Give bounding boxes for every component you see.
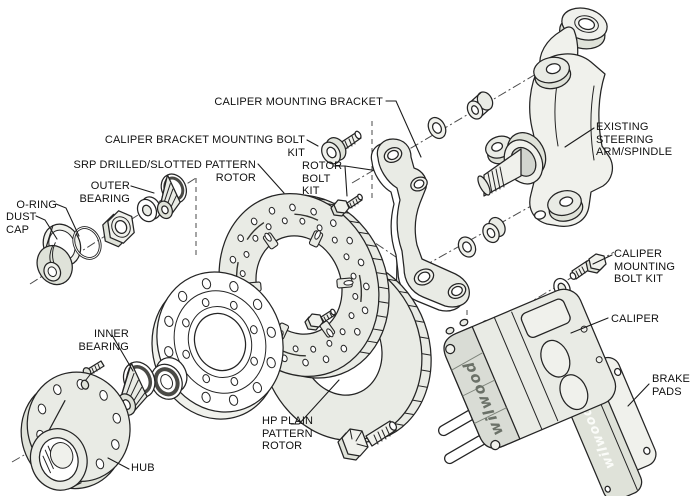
spindle-washer [136,196,162,223]
dust-cap [36,223,82,286]
caliper-mounting-bolt [569,253,607,280]
wheel-stud [82,360,105,377]
outer-bearing [156,173,188,220]
label-hub: HUB [131,462,155,474]
spindle-upper-boss [533,56,572,90]
spindle-pin [477,132,547,197]
label-o-ring: O-RING [16,199,57,211]
spacer-washer [482,216,506,244]
label-caliper-mounting-bolt-kit: CALIPER MOUNTING BOLT KIT [614,248,676,285]
label-caliper-bracket-mounting-bolt-kit: CALIPER BRACKET MOUNTING BOLT KIT [104,134,305,159]
label-brake-pads: BRAKE PADS [652,373,691,398]
bracket-bolt-washers [427,91,506,258]
label-outer-bearing: OUTER BEARING [79,180,130,205]
hub [20,371,131,491]
rotor-bolt-top [330,193,363,217]
label-existing-steering-arm: EXISTING STEERING ARM/SPINDLE [596,121,673,158]
spacer [466,91,494,120]
label-caliper-mounting-bracket: CALIPER MOUNTING BRACKET [214,96,383,108]
label-dust-cap: DUST CAP [6,211,37,236]
rotor-bolt-bottom [337,420,398,461]
label-rotor-bolt-kit: ROTOR BOLT KIT [302,160,343,197]
label-hp-plain-rotor: HP PLAIN PATTERN ROTOR [262,415,314,452]
rotor-bolt-mid [304,308,336,331]
steering-arm-spindle [477,7,613,227]
label-inner-bearing: INNER BEARING [78,328,129,353]
spindle-lower-boss [547,190,584,222]
o-ring [72,226,102,260]
label-srp-rotor: SRP DRILLED/SLOTTED PATTERN ROTOR [73,159,256,184]
caliper-bracket-mounting-bolt [321,130,362,165]
label-caliper: CALIPER [611,313,660,325]
spindle-nut [102,210,135,248]
caliper: wilwood [443,288,617,451]
leader-lines [35,100,650,470]
caliper-mounting-bracket [370,138,470,312]
